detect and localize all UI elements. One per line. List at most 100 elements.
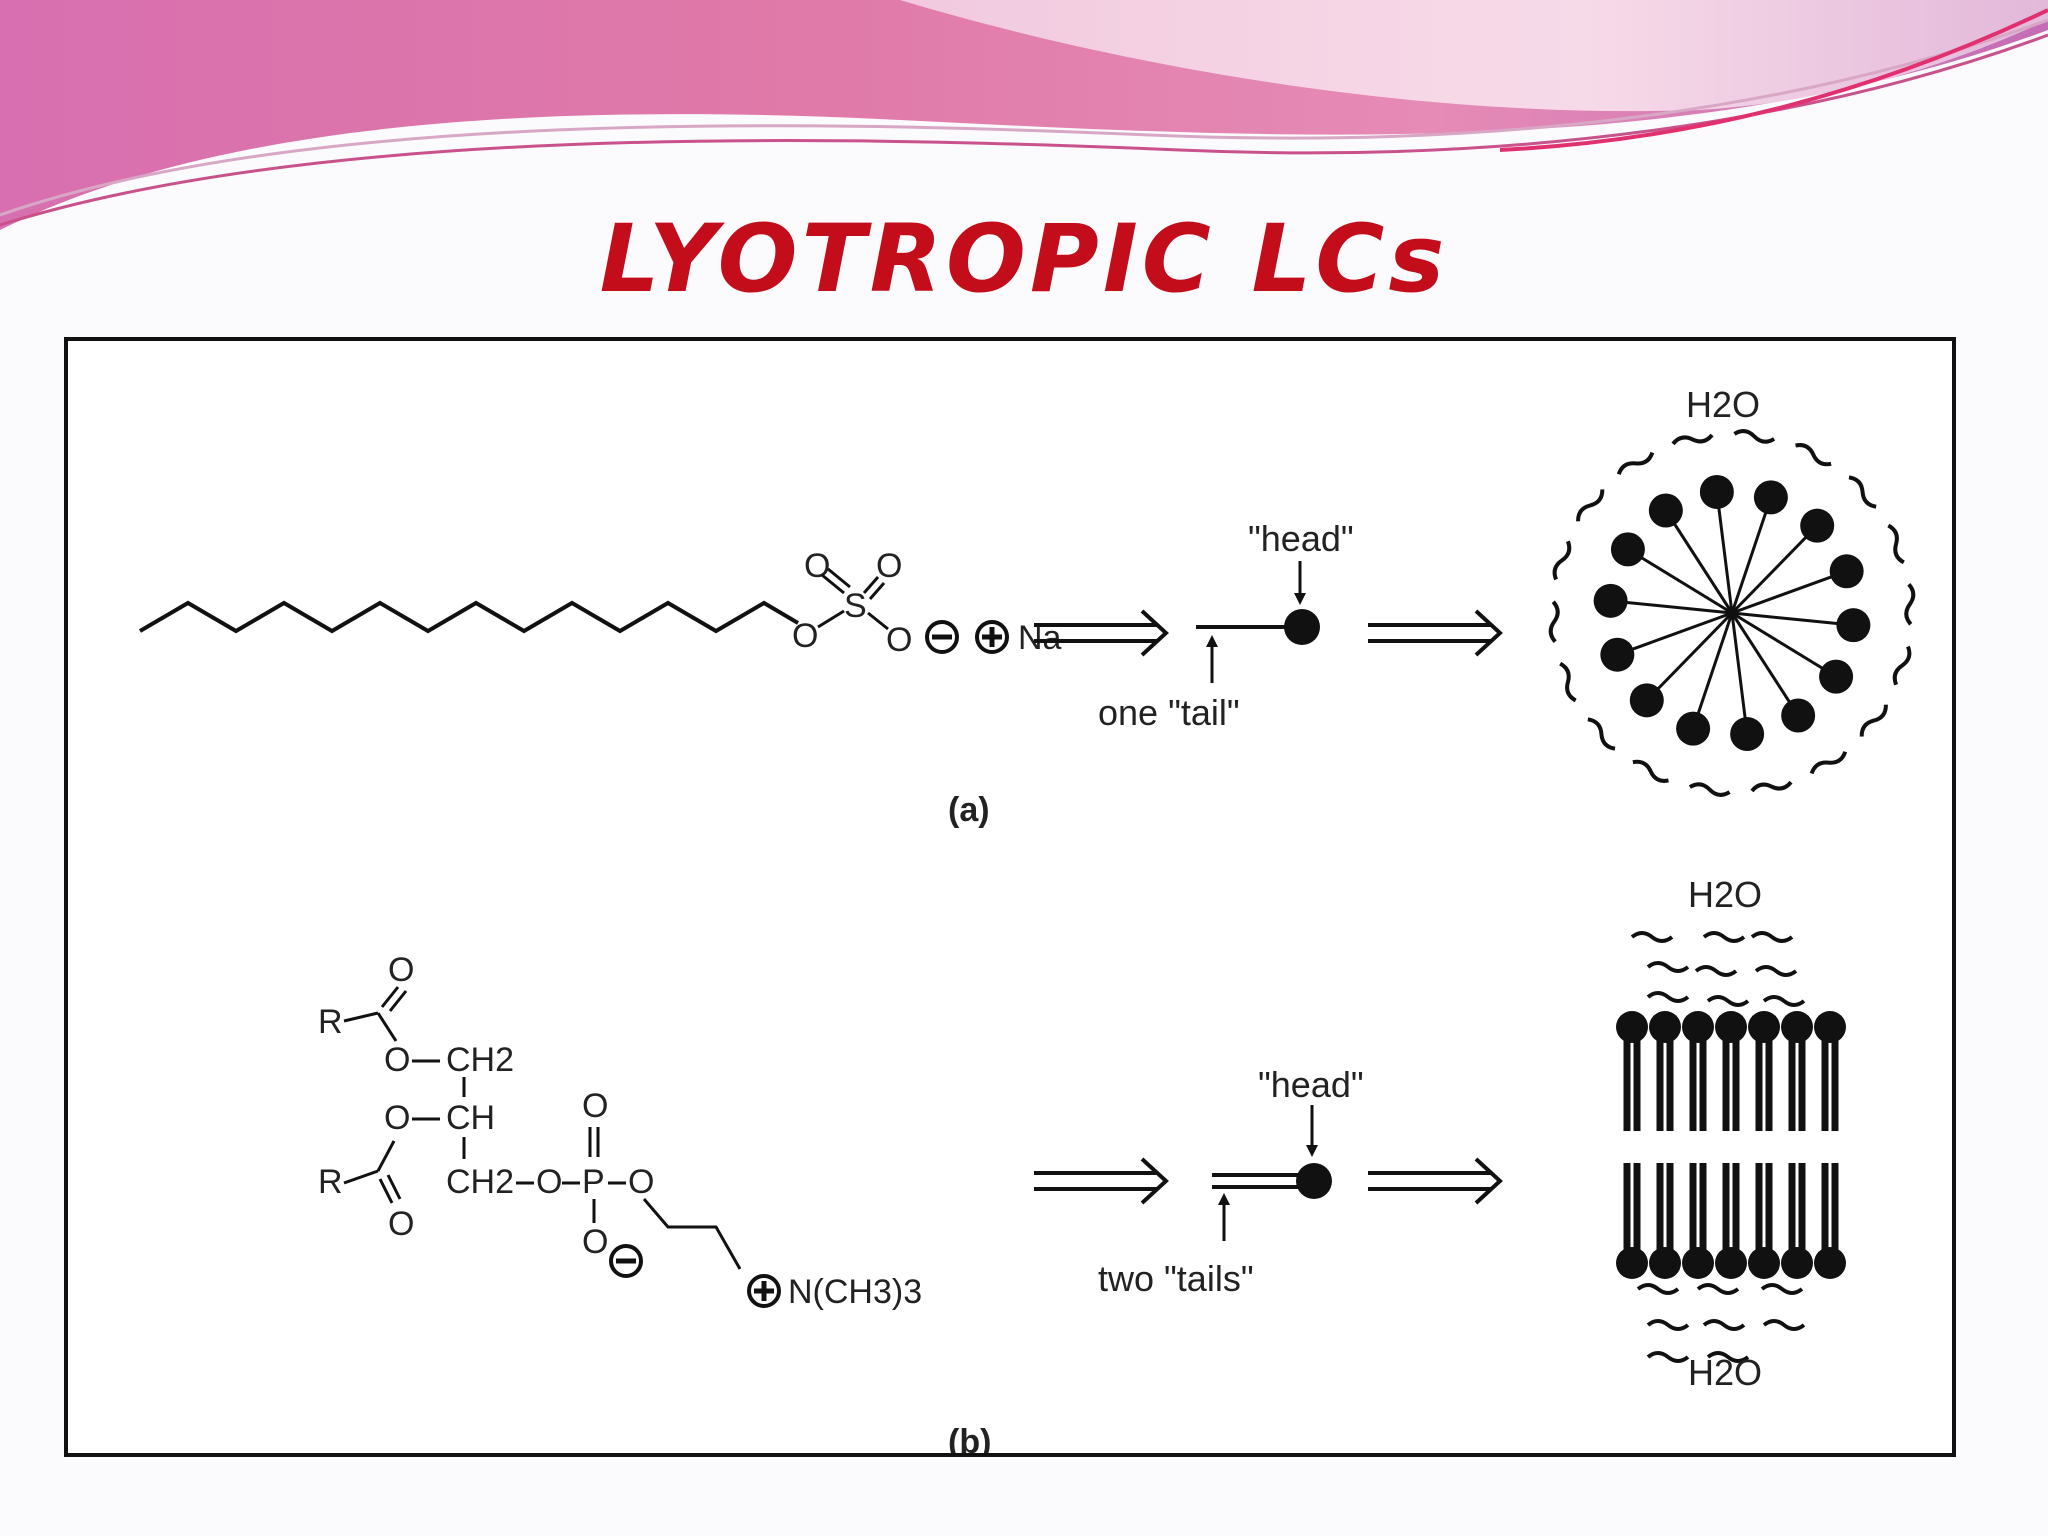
minus-charge-icon [609,1244,643,1278]
lipid-bilayer [1616,931,1846,1363]
head-group-icon [1676,711,1711,746]
water-wave-icon [1576,489,1605,522]
atom-P: P [582,1163,605,1201]
water-wave-icon [1706,995,1750,1007]
water-wave-icon [1859,704,1888,737]
water-wave-icon [1760,1283,1804,1295]
double-arrow-a2 [1368,609,1503,657]
tail-label-a: one "tail" [1098,692,1240,733]
water-label-b-bottom: H2O [1688,1352,1762,1393]
head-group-icon [1682,1011,1714,1043]
head-group-icon [1699,474,1734,509]
water-wave-icon [1548,600,1560,644]
head-group-icon [1593,583,1628,618]
figure-frame: O S O O O Na [64,337,1956,1457]
plus-charge-icon [747,1274,781,1308]
head-group-icon [1748,1011,1780,1043]
head-group-icon [1800,508,1835,543]
water-wave-icon [1887,523,1905,565]
water-wave-icon [1552,540,1572,581]
water-wave-icon [1706,1351,1750,1363]
header-banner [0,0,2048,230]
head-group-icon [1715,1011,1747,1043]
head-label-a: "head" [1248,518,1354,559]
atom-O_c2: O [388,1205,414,1243]
plus-charge-icon [975,620,1009,654]
phospholipid-structure: O R O CH2 O CH R O CH2 O P O [318,951,922,1311]
water-wave-icon [1750,780,1793,793]
water-wave-icon [1848,475,1877,509]
water-wave-icon [1636,1283,1680,1295]
atom-N-group: N(CH3)3 [788,1273,922,1311]
head-group-icon [1819,659,1854,694]
water-wave-icon [1646,991,1690,1003]
atom-O-p-top: O [582,1087,608,1125]
water-wave-icon [1795,443,1832,467]
atom-O-p-right: O [628,1163,654,1201]
head-group-icon [1753,480,1788,515]
head-group-icon [1648,493,1683,528]
head-group-icon [1682,1247,1714,1279]
water-wave-icon [1733,429,1776,444]
atom-O_e2: O [384,1099,410,1137]
lyotropic-figure: O S O O O Na [138,384,1916,1453]
water-wave-icon [1671,433,1714,446]
water-label-a: H2O [1686,384,1760,425]
head-group-icon [1649,1247,1681,1279]
head-label-b: "head" [1258,1064,1364,1105]
water-wave-icon [1696,1283,1740,1295]
water-label-b-top: H2O [1688,874,1762,915]
water-wave-icon [1616,451,1655,475]
atom-O-link: O [536,1163,562,1201]
water-wave-icon [1702,931,1746,943]
water-wave-icon [1762,995,1806,1007]
atom-O1: O [792,617,818,655]
atom-CH2-bot: CH2 [446,1163,514,1201]
head-group-icon [1781,1011,1813,1043]
water-wave-icon [1646,1351,1690,1363]
head-group-icon [1814,1011,1846,1043]
head-group-icon [1629,683,1664,718]
atom-R2: R [318,1163,343,1201]
head-group-icon [1649,1011,1681,1043]
atom-O_c1: O [388,951,414,989]
atom-O3: O [876,547,902,585]
water-wave-icon [1754,965,1798,977]
panel-label-a: (a) [948,791,990,829]
atom-S: S [844,587,867,625]
water-wave-icon [1688,782,1731,797]
atom-CH2-top: CH2 [446,1041,514,1079]
water-wave-icon [1630,931,1674,943]
water-wave-icon [1587,717,1616,751]
water-wave-icon [1646,1319,1690,1331]
slide-title: LYOTROPIC LCs [599,205,1449,314]
water-wave-icon [1904,582,1916,626]
head-group-icon [1814,1247,1846,1279]
head-group-icon [1836,608,1871,643]
double-arrow-a1 [1034,609,1169,657]
tail-label-b: two "tails" [1098,1258,1254,1299]
head-group-icon [1781,698,1816,733]
single-tail-surfactant: "head" one "tail" [1098,518,1354,733]
double-arrow-b2 [1368,1157,1503,1205]
double-tail-surfactant: "head" two "tails" [1098,1064,1364,1299]
atom-CH: CH [446,1099,495,1137]
head-group-icon [1748,1247,1780,1279]
head-group-icon [1610,532,1645,567]
water-wave-icon [1762,1319,1806,1331]
atom-O-p-neg: O [582,1223,608,1261]
atom-R1: R [318,1003,343,1041]
panel-a: O S O O O Na [138,384,1916,829]
head-group-icon [1616,1011,1648,1043]
head-group-icon [1715,1247,1747,1279]
minus-charge-icon [925,620,959,654]
head-group-icon [1781,1247,1813,1279]
atom-O4: O [886,621,912,659]
water-wave-icon [1809,751,1848,775]
head-group-icon [1616,1247,1648,1279]
double-arrow-b1 [1034,1157,1169,1205]
head-group-icon [1600,637,1635,672]
panel-b: O R O CH2 O CH R O CH2 O P O [318,874,1846,1453]
water-wave-icon [1892,645,1912,686]
water-wave-icon [1694,965,1738,977]
